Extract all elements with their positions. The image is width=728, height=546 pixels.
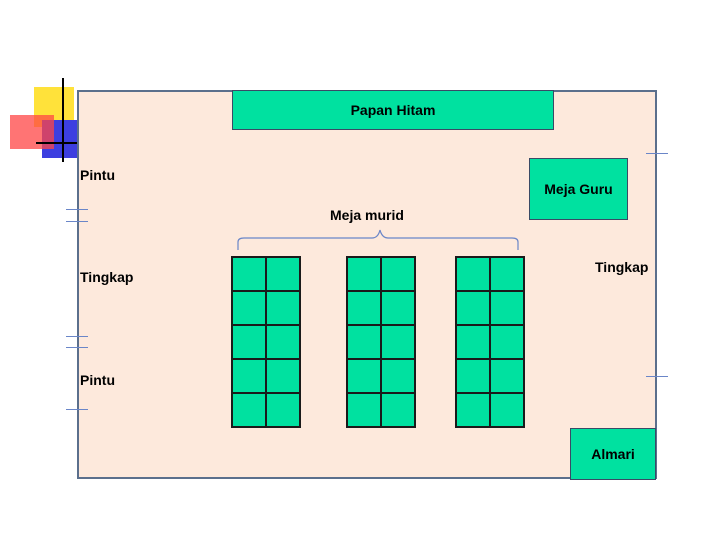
door-top-label: Pintu [80,167,115,183]
desk-group-1 [231,256,301,428]
desk-cell [456,359,490,393]
desk-cell [266,359,300,393]
tick-left-4 [66,347,88,348]
desk-cell [490,393,524,427]
desk-cell [266,325,300,359]
desk-cell [456,257,490,291]
desk-cell [266,291,300,325]
blackboard-label: Papan Hitam [350,102,436,118]
horizontal-line [36,142,88,144]
desk-group-3 [455,256,525,428]
desk-cell [490,359,524,393]
tick-right-1 [646,153,668,154]
corner-decoration [0,0,100,170]
window-left-label: Tingkap [80,269,134,285]
desk-cell [232,257,266,291]
desk-cell [232,291,266,325]
desk-cell [381,257,415,291]
desk-cell [490,325,524,359]
desk-cell [456,325,490,359]
desk-cell [381,291,415,325]
desk-cell [232,325,266,359]
tick-left-1 [66,209,88,210]
desk-cell [347,393,381,427]
desk-cell [490,291,524,325]
teacher-desk-label: Meja Guru [544,181,613,197]
desk-cell [232,393,266,427]
desk-cell [347,359,381,393]
desk-cell [381,359,415,393]
desk-cell [232,359,266,393]
student-desks-label: Meja murid [330,207,404,223]
desk-cell [266,393,300,427]
desk-cell [456,291,490,325]
blackboard: Papan Hitam [232,90,554,130]
teacher-desk: Meja Guru [529,158,628,220]
desk-cell [347,325,381,359]
window-right-label: Tingkap [595,259,649,275]
door-bottom-label: Pintu [80,372,115,388]
desk-group-2 [346,256,416,428]
desk-cell [347,291,381,325]
desk-cell [381,325,415,359]
cupboard-label: Almari [591,446,635,462]
tick-left-3 [66,336,88,337]
desk-cell [266,257,300,291]
cupboard: Almari [570,428,656,480]
tick-left-5 [66,409,88,410]
vertical-line [62,78,64,162]
desk-cell [490,257,524,291]
desk-cell [347,257,381,291]
desk-cell [456,393,490,427]
tick-left-2 [66,221,88,222]
desk-cell [381,393,415,427]
tick-right-2 [646,376,668,377]
